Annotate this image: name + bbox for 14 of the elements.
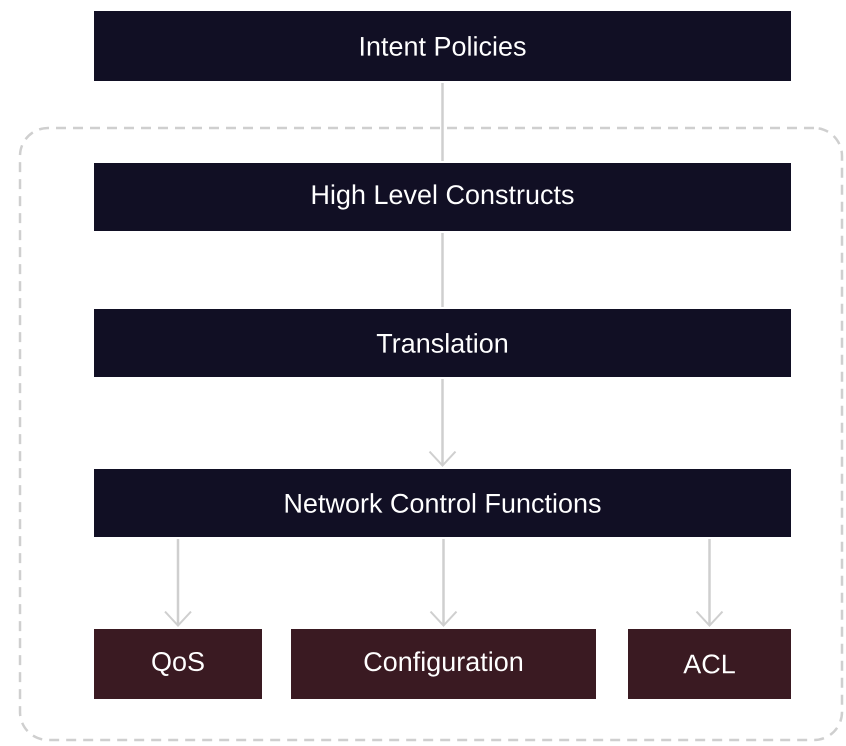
arrow [696,538,724,627]
function-box: Configuration [289,626,598,701]
arrow [430,538,458,627]
layer-box: Translation [92,306,793,379]
layer-box: High Level Constructs [92,160,793,233]
dashed-group-frame [18,126,844,742]
arrow [164,538,192,627]
layer-box: Intent Policies [92,8,793,83]
function-box: ACL [626,626,793,701]
connector-line [441,83,444,161]
function-box: QoS [92,626,264,701]
arrow [428,379,456,467]
connector-line [441,233,444,307]
layer-box: Network Control Functions [92,466,793,539]
